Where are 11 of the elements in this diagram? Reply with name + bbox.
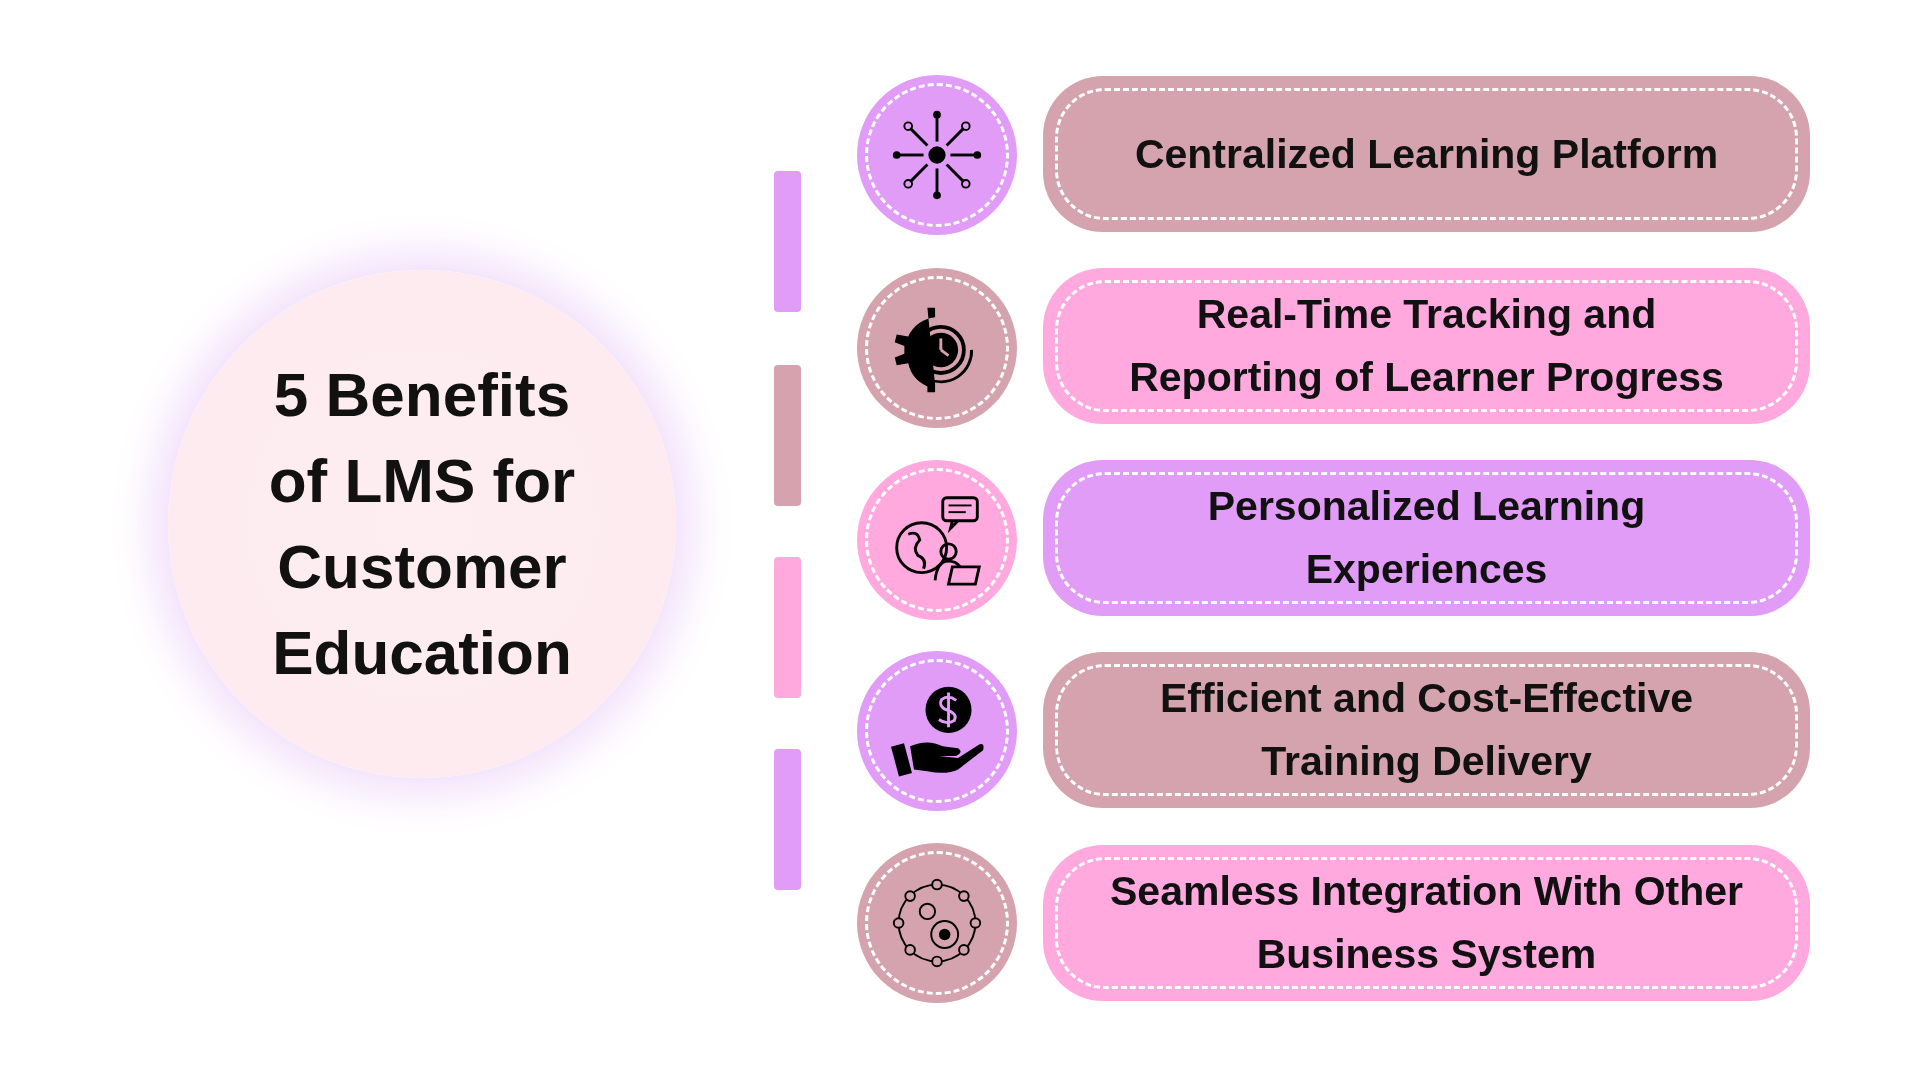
benefit-pill bbox=[1043, 652, 1810, 808]
benefit-text: Real-Time Tracking and Reporting of Learner Progress bbox=[1128, 290, 1725, 402]
benefit-text: Seamless Integration With Other Business System bbox=[1109, 867, 1744, 979]
benefit-text: Efficient and Cost-Effective Training Delivery bbox=[1158, 674, 1695, 786]
benefit-pill bbox=[1043, 460, 1810, 616]
benefit-text: Centralized Learning Platform bbox=[1133, 129, 1720, 179]
benefit-pill bbox=[1043, 268, 1810, 424]
benefit-text: Personalized Learning Experiences bbox=[1206, 482, 1647, 594]
title-text: 5 Benefits of LMS for Customer Education bbox=[267, 359, 577, 689]
benefit-pill bbox=[1043, 76, 1810, 232]
benefit-pill bbox=[1043, 845, 1810, 1001]
